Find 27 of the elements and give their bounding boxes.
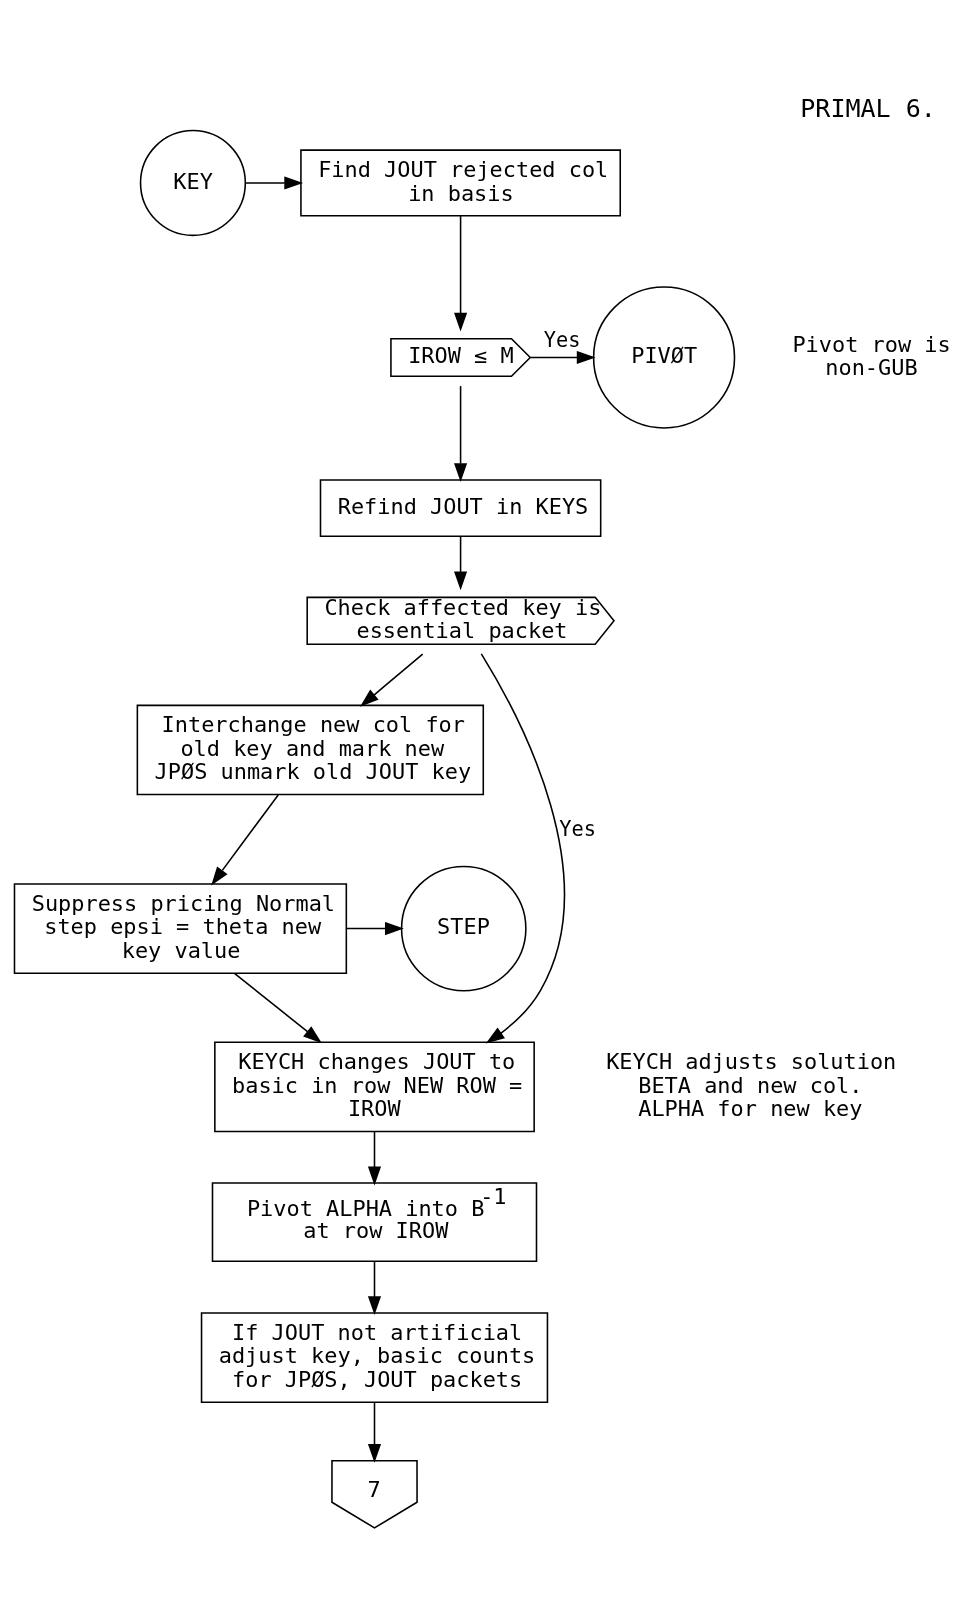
diagram-title: PRIMAL 6. — [800, 93, 936, 123]
node-box: KEYCH changes JOUT to basic in row NEW ROW = IROW — [214, 1040, 535, 1132]
arrow — [529, 350, 596, 364]
arrow — [480, 652, 566, 1043]
edge-label: Yes — [543, 327, 581, 352]
node-box: Refind JOUT in KEYS — [319, 478, 602, 537]
node-label: Pivot row is non-GUB — [792, 331, 951, 380]
arrow — [345, 921, 404, 935]
arrow — [367, 1401, 382, 1463]
arrow — [360, 652, 424, 707]
node-box: Find JOUT rejected col in basis — [300, 148, 622, 217]
node-box: Interchange new col for old key and mark new JPØS unmark old JOUT key — [136, 704, 485, 795]
arrow — [454, 535, 468, 590]
arrow — [454, 214, 468, 332]
arrow — [233, 972, 322, 1043]
node-circle: KEY — [139, 129, 247, 236]
label: KEYCH adjusts solution BETA and new col. ALPHA for new key — [606, 1048, 897, 1121]
arrow — [244, 175, 304, 190]
arrow — [367, 1130, 382, 1185]
arrow — [454, 384, 468, 482]
node-box: Suppress pricing Normal step epsi = theta new key value — [13, 882, 348, 974]
node-box: If JOUT not artificial adjust key, basic counts for JPØS, JOUT packets — [200, 1311, 549, 1403]
node-circle: PIVØT — [592, 285, 736, 429]
arrow — [211, 793, 279, 885]
node-circle: STEP — [400, 865, 527, 991]
edge-label: Yes — [559, 816, 596, 841]
arrow — [367, 1260, 382, 1315]
